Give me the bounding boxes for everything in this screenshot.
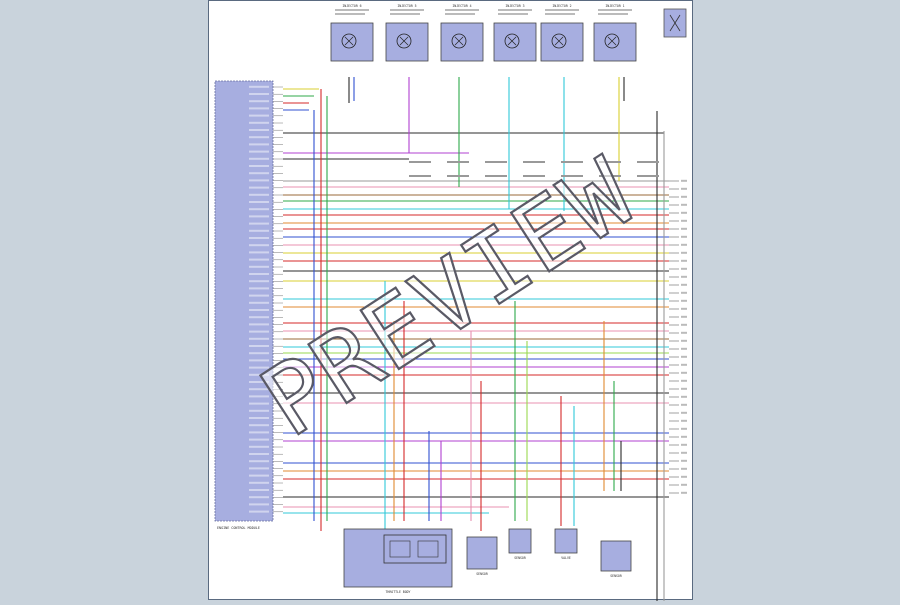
pin-label — [249, 474, 269, 477]
pin-label — [249, 150, 269, 153]
pin-label — [249, 273, 269, 275]
pin-label — [249, 352, 269, 355]
injector-label: INJECTOR 2 — [552, 4, 571, 8]
pin-label — [249, 345, 269, 347]
injector-label: INJECTOR 3 — [505, 4, 524, 8]
pin-label — [249, 424, 269, 427]
injector-label: INJECTOR 4 — [452, 4, 471, 8]
pin-label — [249, 244, 269, 247]
pin-label — [249, 510, 269, 513]
pin-label — [249, 467, 269, 470]
component-label: VALVE — [561, 556, 571, 560]
pin-label — [249, 193, 269, 196]
pin-label — [249, 165, 269, 167]
pin-label — [249, 438, 269, 441]
pin-label — [249, 265, 269, 268]
pin-label — [249, 143, 269, 146]
injector-2: INJECTOR 2 — [540, 4, 584, 62]
pin-label — [249, 201, 269, 203]
pin-label — [249, 129, 269, 131]
pin-label — [249, 301, 269, 304]
pin-label — [249, 453, 269, 455]
diagram-sheet: INJECTOR 6 INJECTOR 5 INJECTOR 4 INJECTOR 3… — [208, 0, 693, 601]
bottom-component-2: SENSOR — [466, 536, 498, 576]
bottom-component-4: VALVE — [554, 528, 578, 560]
pin-label — [249, 402, 269, 405]
pin-label — [249, 359, 269, 362]
bottom-component-5: SENSOR — [600, 540, 632, 578]
pin-label — [249, 100, 269, 103]
pin-label — [249, 93, 269, 95]
pin-label — [249, 496, 269, 499]
pin-label — [249, 503, 269, 506]
injector-1: INJECTOR 1 — [593, 4, 637, 62]
pin-label — [249, 287, 269, 290]
pin-label — [249, 229, 269, 232]
bottom-component-3: SENSOR — [508, 528, 532, 560]
wire-labels: ENGINE CONTROL MODULE — [217, 161, 659, 530]
injector-label: INJECTOR 1 — [605, 4, 624, 8]
pin-label — [249, 323, 269, 326]
pin-label — [249, 388, 269, 391]
pin-label — [249, 258, 269, 261]
injector-4: INJECTOR 4 — [440, 4, 484, 62]
relay-symbol — [669, 14, 681, 32]
pin-label — [249, 366, 269, 369]
bottom-components: THROTTLE BODY SENSOR SENSOR VALVE SENSOR — [343, 528, 632, 594]
component-label: SENSOR — [476, 572, 488, 576]
pin-label — [249, 373, 269, 376]
pin-label — [249, 309, 269, 311]
pin-label — [249, 222, 269, 225]
wiring-diagram: INJECTOR 6 INJECTOR 5 INJECTOR 4 INJECTOR 3… — [214, 4, 687, 601]
pin-label — [249, 186, 269, 189]
pin-label — [249, 114, 269, 117]
pin-label — [249, 179, 269, 182]
component-label: SENSOR — [514, 556, 526, 560]
pin-label — [249, 316, 269, 319]
pin-label — [249, 208, 269, 211]
pin-label — [249, 107, 269, 110]
wire-harness — [283, 77, 669, 601]
injector-label: INJECTOR 6 — [342, 4, 361, 8]
pin-label — [249, 251, 269, 254]
pin-label — [249, 294, 269, 297]
component-label: THROTTLE BODY — [386, 590, 411, 594]
component-label: SENSOR — [610, 574, 622, 578]
pin-label — [249, 489, 269, 491]
pin-label — [249, 157, 269, 160]
injector-6: INJECTOR 6 — [330, 4, 374, 62]
pin-label — [249, 85, 269, 88]
pin-label — [249, 215, 269, 218]
pin-label — [249, 237, 269, 239]
injector-3: INJECTOR 3 — [493, 4, 537, 62]
pin-label — [249, 337, 269, 340]
pin-label — [249, 431, 269, 434]
pin-label — [249, 330, 269, 333]
pin-label — [249, 409, 269, 412]
pin-label — [249, 395, 269, 398]
pin-label — [249, 121, 269, 124]
pin-label — [249, 417, 269, 419]
pin-label — [249, 381, 269, 383]
bottom-component-1: THROTTLE BODY — [343, 528, 453, 594]
connector-ticks — [669, 179, 687, 494]
pin-label — [249, 136, 269, 139]
pin-label — [249, 280, 269, 283]
pin-label — [249, 172, 269, 175]
ecm-pin-ticks — [249, 85, 283, 513]
pin-label — [249, 445, 269, 448]
pin-label — [249, 481, 269, 484]
injector-label: INJECTOR 5 — [397, 4, 416, 8]
injector-row: INJECTOR 6 INJECTOR 5 INJECTOR 4 INJECTOR 3… — [330, 4, 637, 62]
ecm-label: ENGINE CONTROL MODULE — [217, 526, 260, 530]
pin-label — [249, 460, 269, 463]
injector-5: INJECTOR 5 — [385, 4, 429, 62]
